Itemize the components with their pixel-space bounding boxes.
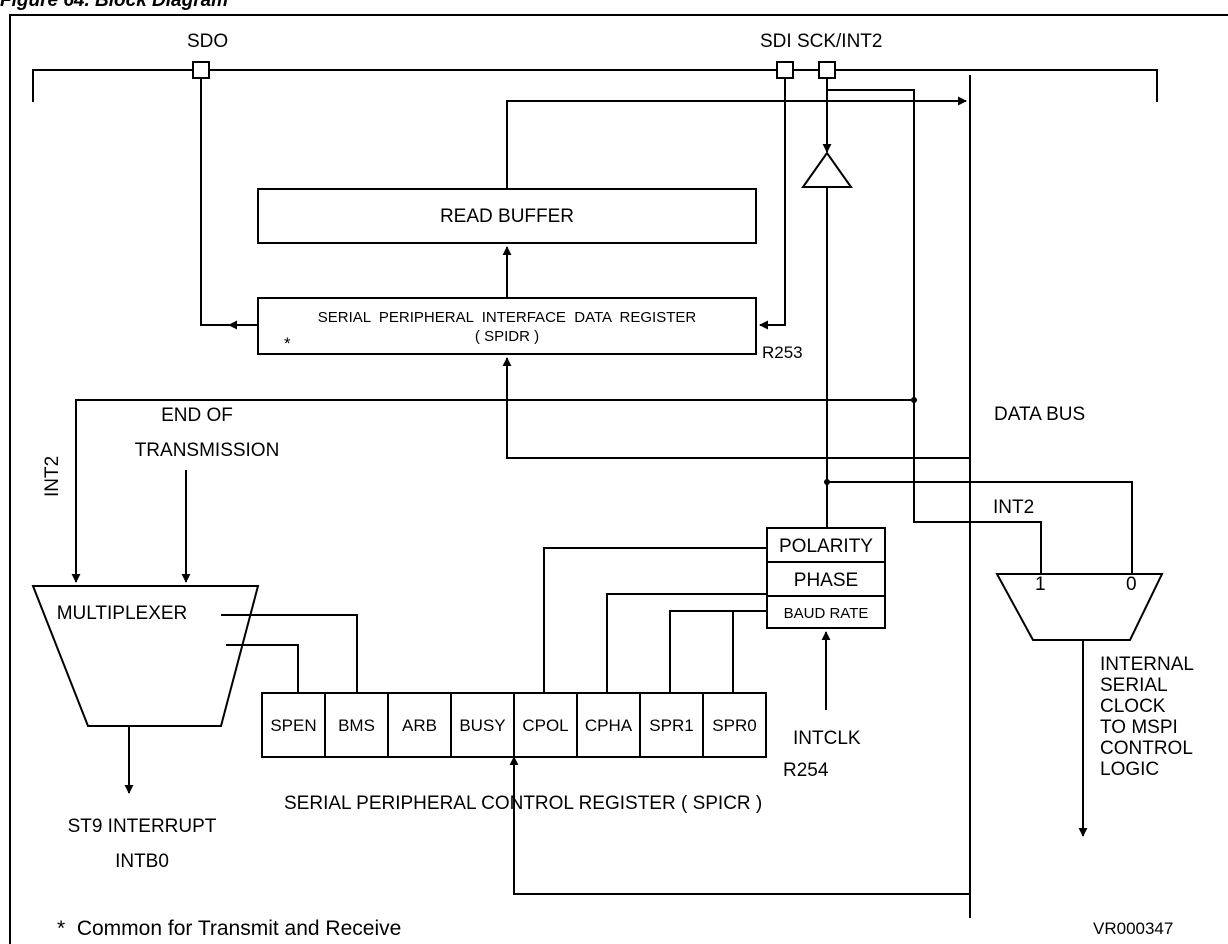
spidr-label-1: SERIAL PERIPHERAL INTERFACE DATA REGISTE…: [318, 309, 697, 326]
spidr-label-2: ( SPIDR ): [475, 328, 539, 345]
spicr-name: SERIAL PERIPHERAL CONTROL REGISTER ( SPI…: [284, 793, 762, 814]
junction-int2: [911, 397, 917, 403]
figure-title: Figure 64. Block Diagram: [0, 0, 228, 11]
spicr-bit-cpol: CPOL: [522, 716, 568, 735]
sdi-pin: [776, 61, 794, 79]
spicr-bit-cell: [387, 692, 452, 758]
bms-to-mux-wire: [221, 614, 358, 693]
read-buffer-label: READ BUFFER: [440, 206, 574, 227]
spidr-address: R253: [762, 343, 803, 362]
spen-to-mux-wire: [226, 644, 299, 693]
intclk-label: INTCLK: [793, 728, 861, 749]
baud-rate-label: BAUD RATE: [784, 605, 869, 622]
mux2-in0-label: 0: [1126, 574, 1137, 595]
read-buffer-to-bus-wire: [506, 96, 967, 189]
sdi-sck-label: SDI SCK/INT2: [760, 31, 882, 52]
polarity-to-mux2-wire: [827, 481, 1133, 590]
spidr-star: *: [284, 334, 291, 353]
spicr-bit-spr1: SPR1: [649, 716, 693, 735]
spicr-bit-cell: [576, 692, 641, 758]
multiplexer-label: MULTIPLEXER: [57, 603, 188, 624]
polarity-box: [766, 527, 886, 563]
end-of-tx-label-1: END OF: [161, 405, 233, 426]
read-buffer-box: [257, 188, 757, 244]
internal-clock-line: CONTROL: [1100, 738, 1193, 759]
spicr-bit-spen: SPEN: [270, 716, 316, 735]
figure-reference: VR000347: [1093, 919, 1173, 938]
internal-clock-line: SERIAL: [1100, 675, 1168, 696]
spicr-bit-cell: [261, 692, 326, 758]
spr1-wire: [669, 610, 767, 693]
internal-clock-line: TO MSPI: [1100, 717, 1178, 738]
spicr-bit-busy: BUSY: [459, 716, 505, 735]
phase-box: [766, 561, 886, 597]
multiplexer-trapezoid: [31, 585, 260, 727]
spicr-bit-cell: [513, 692, 578, 758]
spicr-register: SPEN BMS ARB BUSY CPOL CPHA SPR1 SPR0: [261, 692, 767, 758]
mux2-in1-label: 1: [1035, 574, 1046, 595]
spicr-bit-cell: [702, 692, 767, 758]
sdi-wire: [759, 78, 786, 330]
junction-polarity: [824, 479, 830, 485]
internal-clock-line: CLOCK: [1100, 696, 1166, 717]
spicr-address: R254: [783, 760, 829, 781]
pin-bus: [32, 69, 1158, 102]
bus-to-spidr-wire: [502, 357, 970, 459]
internal-clock-line: LOGIC: [1100, 759, 1159, 780]
int2-vertical-label: INT2: [42, 456, 63, 497]
sdo-label: SDO: [187, 31, 228, 52]
bus-to-spicr-wire: [509, 756, 970, 895]
spicr-bit-cell: [639, 692, 704, 758]
int2-right-label: INT2: [993, 497, 1034, 518]
spicr-bit-spr0: SPR0: [712, 716, 756, 735]
cpha-wire: [606, 593, 767, 693]
spicr-bit-arb: ARB: [402, 716, 437, 735]
st9-interrupt-label: ST9 INTERRUPT: [68, 816, 217, 837]
intb0-label: INTB0: [115, 851, 169, 872]
baud-rate-box: [766, 595, 886, 629]
int2-to-mux-wire: [71, 399, 914, 583]
end-of-tx-label-2: TRANSMISSION: [135, 440, 280, 461]
footnote: * Common for Transmit and Receive: [57, 917, 401, 940]
spicr-bit-cpha: CPHA: [585, 716, 633, 735]
data-bus-label: DATA BUS: [994, 404, 1085, 425]
internal-clock-line: INTERNAL: [1100, 654, 1194, 675]
spicr-bit-bms: BMS: [338, 716, 375, 735]
sck-int2-pin: [818, 61, 836, 79]
phase-label: PHASE: [794, 570, 858, 591]
cpol-wire: [543, 547, 767, 693]
outer-frame: [9, 14, 1228, 944]
sck-int2-wire: [826, 78, 1042, 590]
clock-mux-trapezoid: [995, 573, 1164, 641]
polarity-label: POLARITY: [779, 536, 873, 557]
clock-buffer-triangle: [801, 151, 853, 188]
sdo-pin: [192, 61, 210, 79]
sdo-wire: [200, 78, 258, 326]
spidr-box: [257, 297, 757, 355]
